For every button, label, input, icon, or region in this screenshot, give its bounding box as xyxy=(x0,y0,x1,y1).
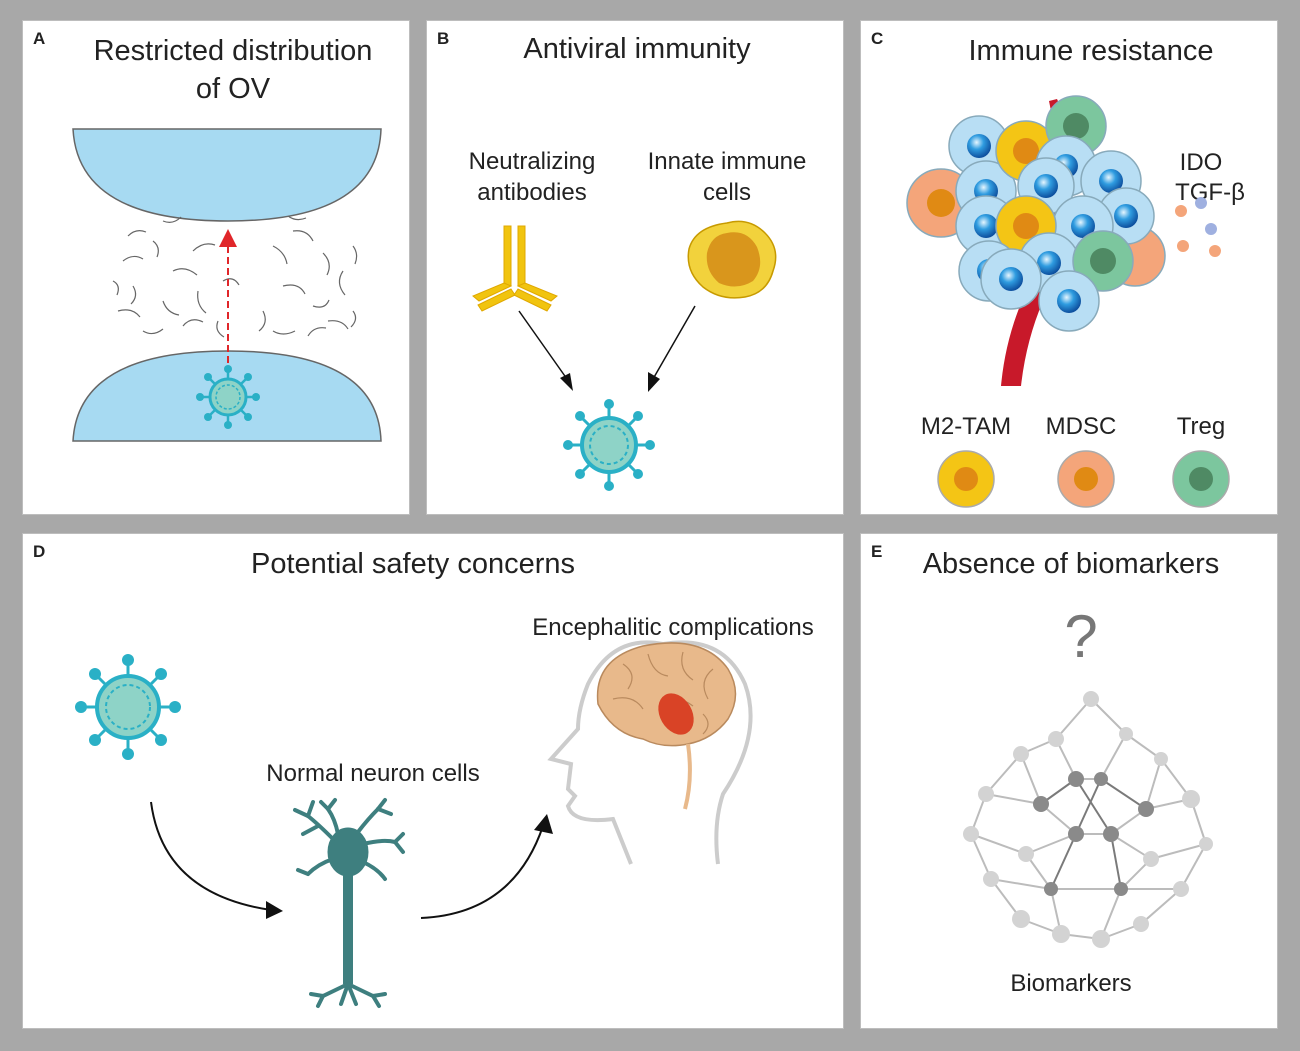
virus-icon xyxy=(196,365,260,429)
panel-c: C Immune resistance IDO TGF-β M2-TAM MDS… xyxy=(860,20,1278,515)
brain-label: Encephalitic complications xyxy=(532,614,814,641)
upper-tumor-region xyxy=(72,128,382,222)
ido-label: IDO xyxy=(1179,149,1223,176)
panel-title-line2: of OV xyxy=(195,73,271,105)
tumor-cell-icon xyxy=(906,95,1166,332)
extracellular-matrix-diagram xyxy=(72,128,382,442)
innate-label-line2: cells xyxy=(702,179,751,206)
safety-diagram xyxy=(75,640,753,1008)
panel-e: E Absence of biomarkers ? Biomarkers xyxy=(860,533,1278,1029)
neuron-icon xyxy=(293,798,405,1008)
panel-letter: C xyxy=(871,29,884,48)
legend-mdsc: MDSC xyxy=(1045,413,1117,440)
network-label: Biomarkers xyxy=(1010,970,1132,997)
network-icon xyxy=(963,691,1213,948)
matrix-fibers xyxy=(112,215,358,338)
panel-title: Immune resistance xyxy=(968,35,1214,67)
legend-m2tam: M2-TAM xyxy=(920,413,1012,440)
tumor-microenvironment-diagram xyxy=(906,95,1230,508)
head-brain-icon xyxy=(547,640,753,865)
legend-treg-icon xyxy=(1172,450,1230,508)
legend-mdsc-icon xyxy=(1057,450,1115,508)
antibody-label-line2: antibodies xyxy=(477,179,587,206)
virus-icon xyxy=(563,399,655,491)
panel-letter: A xyxy=(33,29,46,48)
cytokine-dots xyxy=(1175,197,1221,257)
panel-d: D Potential safety concerns Encephalitic… xyxy=(22,533,844,1029)
panel-title: Absence of biomarkers xyxy=(922,548,1220,580)
panel-title: Potential safety concerns xyxy=(250,548,575,580)
neuron-label: Normal neuron cells xyxy=(266,760,480,787)
legend-m2tam-icon xyxy=(937,450,995,508)
panel-letter: E xyxy=(871,542,883,561)
lesion xyxy=(658,693,694,735)
tgf-label: TGF-β xyxy=(1175,179,1245,206)
question-mark: ? xyxy=(1064,603,1098,670)
antibody-label-line1: Neutralizing xyxy=(468,148,596,175)
panel-title-line1: Restricted distribution xyxy=(93,35,373,67)
innate-label-line1: Innate immune xyxy=(647,148,807,175)
panel-letter: D xyxy=(33,542,46,561)
virus-icon xyxy=(75,654,181,760)
antibody-icon xyxy=(472,225,558,312)
panel-title: Antiviral immunity xyxy=(523,33,751,65)
innate-cell-icon xyxy=(687,220,777,299)
panel-a: A Restricted distribution of OV xyxy=(22,20,410,515)
antiviral-diagram xyxy=(472,220,777,491)
legend-treg: Treg xyxy=(1176,413,1226,440)
panel-b: B Antiviral immunity Neutralizing antibo… xyxy=(426,20,844,515)
blood-vessel-icon xyxy=(1001,99,1073,386)
panel-letter: B xyxy=(437,29,450,48)
